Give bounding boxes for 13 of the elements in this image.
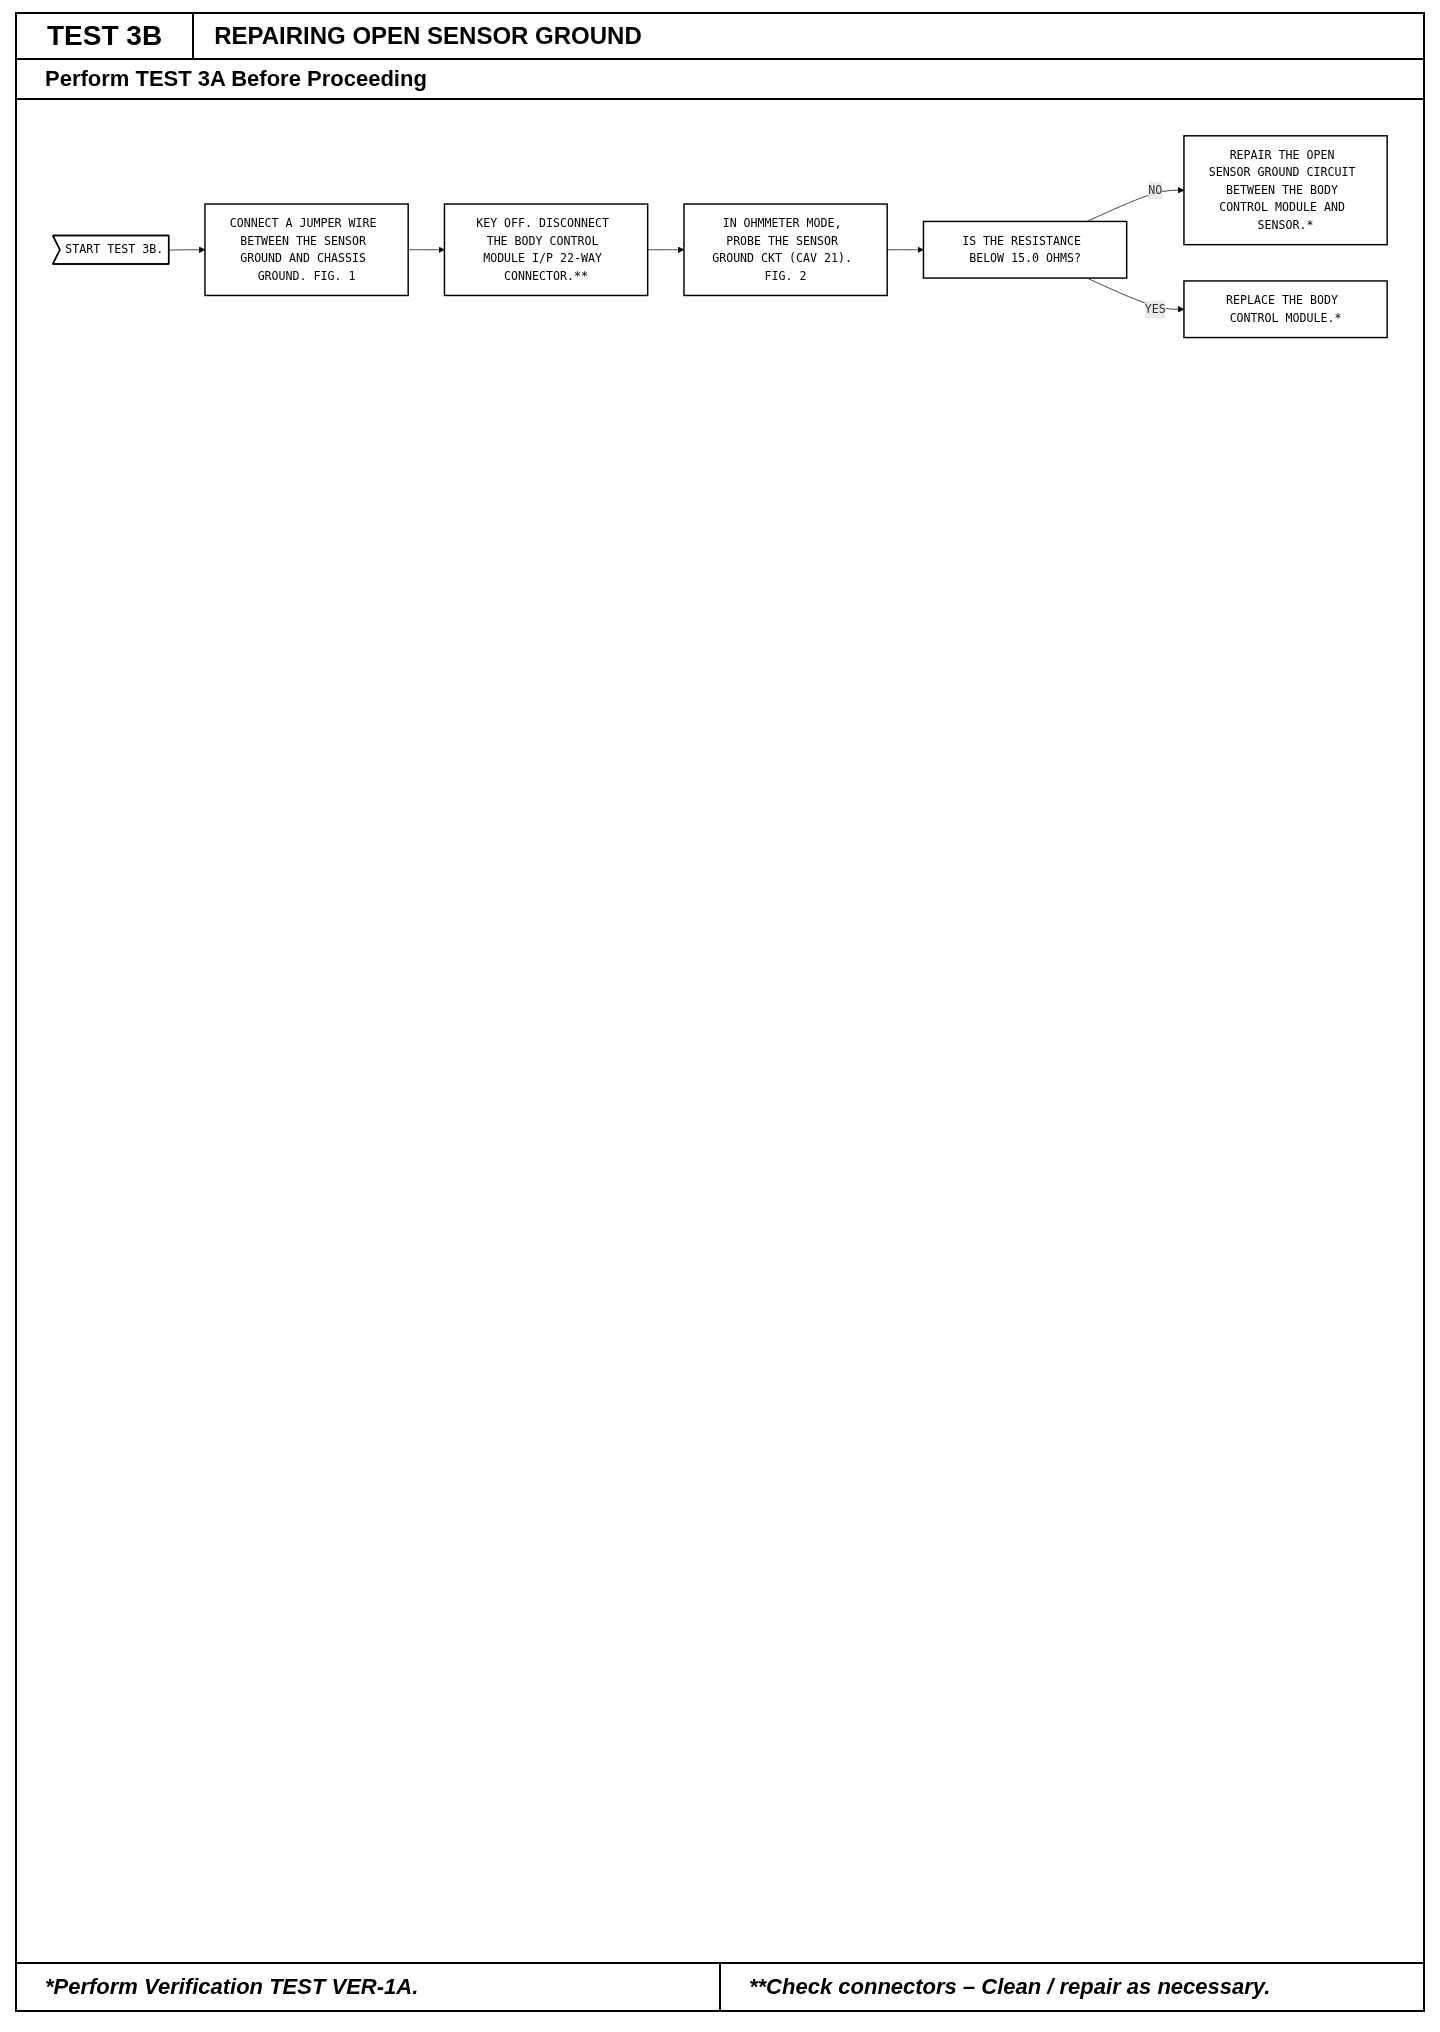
footnote: **Check connectors – Clean / repair as necessary. bbox=[719, 1964, 1423, 2010]
node-box: CONNECT A JUMPER WIRE BETWEEN THE SENSOR GROUND AND CHASSIS GROUND. FIG. 1 bbox=[204, 203, 409, 297]
test-number: TEST 3B bbox=[17, 14, 195, 58]
node-box: KEY OFF. DISCONNECT THE BODY CONTROL MODULE I/P 22-WAY CONNECTOR.** bbox=[443, 203, 649, 297]
title: REPAIRING OPEN SENSOR GROUND bbox=[213, 21, 643, 51]
node-box: REPLACE THE BODY CONTROL MODULE.* bbox=[1183, 280, 1388, 339]
edge-label: YES bbox=[1144, 302, 1166, 316]
node-box: IN OHMMETER MODE, PROBE THE SENSOR GROUND CKT (CAV 21). FIG. 2 bbox=[683, 203, 888, 297]
node-box: IS THE RESISTANCE BELOW 15.0 OHMS? bbox=[922, 220, 1128, 279]
node-box: REPAIR THE OPEN SENSOR GROUND CIRCUIT BETWEEN THE BODY CONTROL MODULE AND SENSOR.* bbox=[1183, 135, 1388, 246]
note: Perform TEST 3A Before Proceeding bbox=[17, 60, 1423, 100]
edge-label: NO bbox=[1148, 182, 1163, 197]
footnote: *Perform Verification TEST VER-1A. bbox=[44, 1973, 420, 2001]
